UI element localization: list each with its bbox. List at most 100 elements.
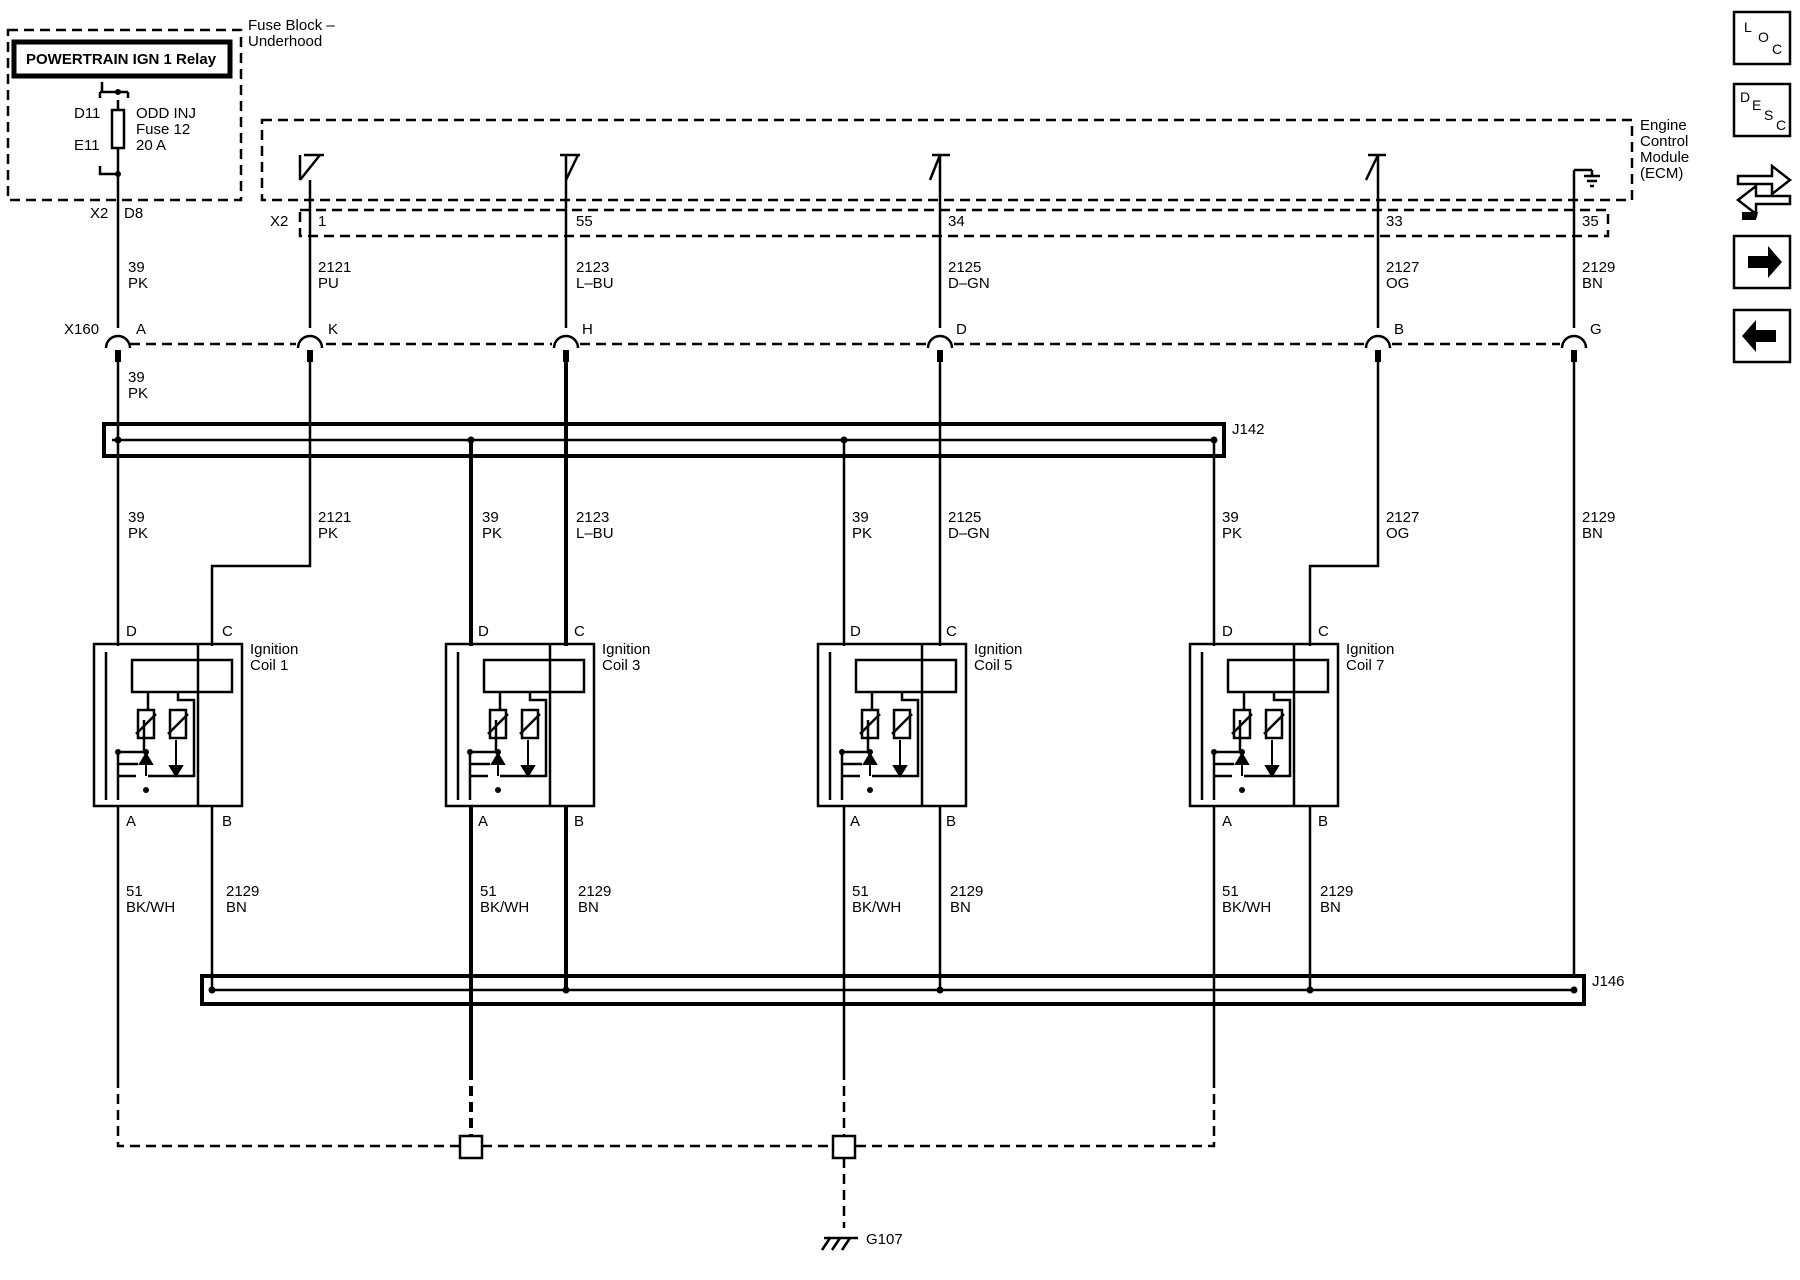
desc-d: D	[1740, 89, 1750, 105]
coil3-pin-a: A	[478, 813, 488, 830]
coil7-pin-a: A	[1222, 813, 1232, 830]
x160-pin-d: D	[956, 321, 967, 338]
next-page-button[interactable]	[1732, 234, 1792, 290]
relay-label: POWERTRAIN IGN 1 Relay	[26, 51, 217, 68]
c5-bkwh: BK/WH	[852, 899, 901, 916]
x160-pin-a: A	[136, 321, 146, 338]
coil3-pin-c: C	[574, 623, 585, 640]
ecm-outline	[260, 118, 1634, 202]
coil1-name: Ignition	[250, 641, 298, 658]
coil3-pin-b: B	[574, 813, 584, 830]
c1-bn: BN	[226, 899, 247, 916]
connector-arrows-icon-back	[1735, 183, 1792, 217]
fuse-bottom-link	[98, 160, 120, 176]
label-39: 39	[128, 259, 145, 276]
label-2123: 2123	[576, 259, 609, 276]
label-bn: BN	[1582, 275, 1603, 292]
coil7-pin-d: D	[1222, 623, 1233, 640]
coil7-pin-b: B	[1318, 813, 1328, 830]
coil1-pin-d: D	[126, 623, 137, 640]
fuse-conn-label: X2	[90, 205, 108, 222]
fuse-block-title-2: Underhood	[248, 33, 322, 50]
ecm-pin-1: 1	[318, 213, 326, 230]
desc-c: C	[1776, 117, 1786, 133]
label-mid-39-5: 39	[852, 509, 869, 526]
description-button[interactable]: D E S C	[1732, 82, 1792, 138]
pin-d11-label: D11	[74, 105, 100, 122]
ignition-coil-3: D C Ignition Coil 3 A B	[444, 623, 650, 830]
ignition-coil-5: D C Ignition Coil 5 A B	[816, 623, 1022, 830]
connector-tool-button[interactable]	[1735, 163, 1793, 220]
ecm-switch-3	[928, 153, 950, 181]
ecm-title-2: Control	[1640, 133, 1688, 150]
ecm: Engine Control Module (ECM) X2 1 55 34 3…	[260, 117, 1689, 238]
coil5-pin-d: D	[850, 623, 861, 640]
coil-output-wires	[116, 806, 1312, 1078]
c3-bkwh: BK/WH	[480, 899, 529, 916]
label-dgn: D–GN	[948, 275, 990, 292]
c3-bn: BN	[578, 899, 599, 916]
ground-label: G107	[866, 1231, 903, 1248]
coil5-number: Coil 5	[974, 657, 1012, 674]
label-mid-pk-3: PK	[482, 525, 502, 542]
coil1-number: Coil 1	[250, 657, 288, 674]
x160-pin-g: G	[1590, 321, 1602, 338]
ignition-coil-1: D C Ignition Coil 1 A B	[92, 623, 298, 830]
loc-o: O	[1758, 29, 1769, 45]
x160-pin-h: H	[582, 321, 593, 338]
c5-51: 51	[852, 883, 869, 900]
fuse-conn-pin: D8	[124, 205, 143, 222]
coil7-number: Coil 7	[1346, 657, 1384, 674]
c7-bkwh: BK/WH	[1222, 899, 1271, 916]
coil7-name: Ignition	[1346, 641, 1394, 658]
relay-box	[11, 39, 233, 79]
coil1-pin-b: B	[222, 813, 232, 830]
fuse-rating: 20 A	[136, 137, 166, 154]
fuse-node	[115, 89, 121, 95]
c5-bn: BN	[950, 899, 971, 916]
ecm-title-1: Engine	[1640, 117, 1687, 134]
label-mid-pk-2121: PK	[318, 525, 338, 542]
coil7-pin-c: C	[1318, 623, 1329, 640]
previous-page-button[interactable]	[1732, 308, 1792, 364]
label-pu: PU	[318, 275, 339, 292]
chassis-ground-icon	[820, 1236, 858, 1251]
coil5-pin-c: C	[946, 623, 957, 640]
fuse-block-outline	[6, 28, 243, 202]
label-mid-bn: BN	[1582, 525, 1603, 542]
coil5-pin-b: B	[946, 813, 956, 830]
fuse-top-link	[98, 82, 130, 98]
ground-network: G107	[116, 1070, 1216, 1251]
fuse-symbol	[110, 108, 126, 150]
coil5-name: Ignition	[974, 641, 1022, 658]
label-mid-2127: 2127	[1386, 509, 1419, 526]
ecm-switch-4	[1364, 153, 1386, 181]
coil1-pin-c: C	[222, 623, 233, 640]
label-pk-below: PK	[128, 385, 148, 402]
ground-eyelet-1	[458, 1134, 484, 1160]
location-button[interactable]: L O C	[1732, 10, 1792, 66]
j142-label: J142	[1232, 421, 1265, 438]
label-mid-2121: 2121	[318, 509, 351, 526]
ecm-switch-2	[560, 153, 580, 181]
j146-label: J146	[1592, 973, 1625, 990]
ecm-pin-35: 35	[1582, 213, 1599, 230]
label-mid-39-7: 39	[1222, 509, 1239, 526]
c1-2129: 2129	[226, 883, 259, 900]
x160-terminals	[104, 334, 1588, 362]
fuse-number: Fuse 12	[136, 121, 190, 138]
c3-2129: 2129	[578, 883, 611, 900]
x160-pin-k: K	[328, 321, 338, 338]
splice-j146: J146	[200, 973, 1625, 1006]
x160-pin-b: B	[1394, 321, 1404, 338]
fuse-block-title: Fuse Block –	[248, 17, 335, 34]
fuse-block: Fuse Block – Underhood POWERTRAIN IGN 1 …	[6, 17, 335, 222]
label-mid-2123: 2123	[576, 509, 609, 526]
fuse-out-node	[115, 171, 121, 177]
desc-s: S	[1764, 107, 1773, 123]
j142-outline	[102, 422, 1226, 458]
label-mid-lbu: L–BU	[576, 525, 614, 542]
loc-c: C	[1772, 41, 1782, 57]
splice-j142: J142	[102, 421, 1265, 458]
